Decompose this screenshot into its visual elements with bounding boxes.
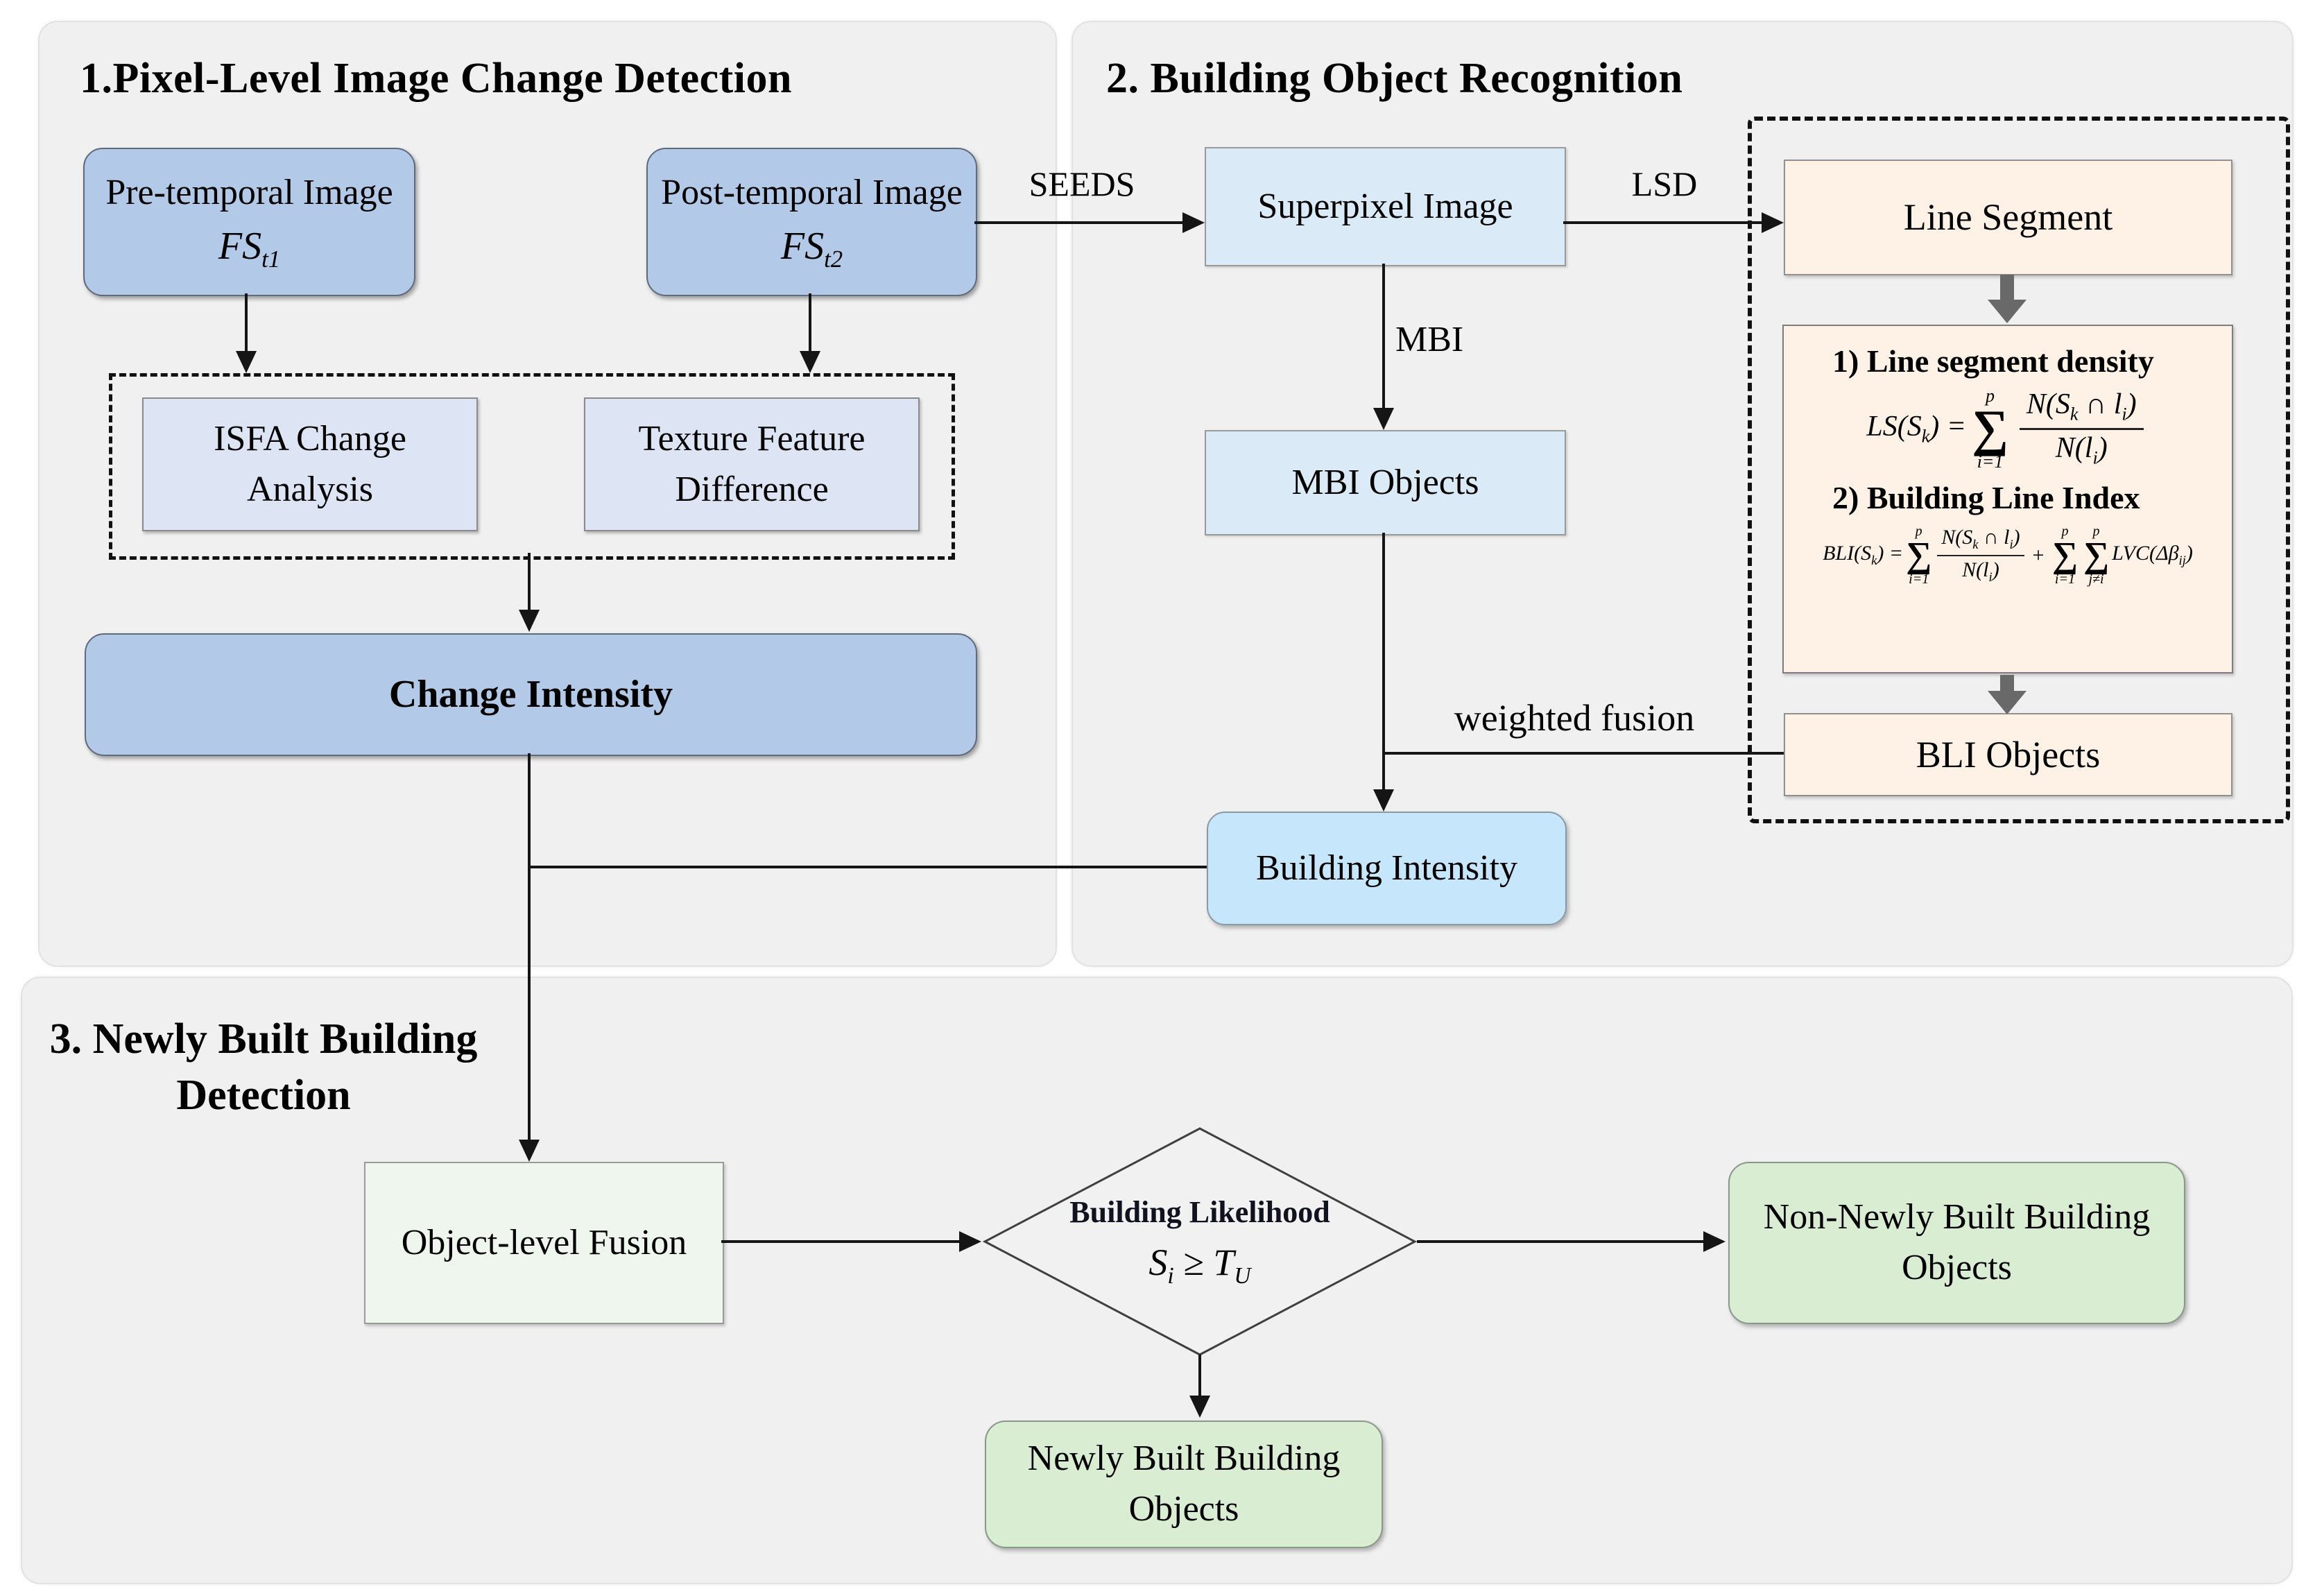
sum-operator: ∑	[2051, 535, 2078, 575]
line-segment-box: Line Segment	[1784, 160, 2232, 275]
post-temporal-symbol: FSt2	[780, 225, 843, 273]
seeds-label: SEEDS	[1029, 164, 1135, 203]
change-intensity-box: Change Intensity	[85, 633, 977, 756]
arrowhead-to-object-fusion	[519, 1140, 540, 1162]
section1-title: 1.Pixel-Level Image Change Detection	[80, 55, 792, 102]
section3-title: 3. Newly Built Building Detection	[21, 1011, 506, 1123]
line-mbi-down	[1382, 533, 1385, 789]
arrow-lsd	[1563, 221, 1763, 224]
arrowhead-to-change-intensity	[519, 610, 540, 632]
bli-formula: BLI(Sk) = p ∑ i=1 N(Sk ∩ li) N(li) + p ∑…	[1793, 524, 2222, 587]
gray-arrow1-head	[1988, 300, 2027, 323]
arrow-decision-to-non-newly	[1417, 1240, 1705, 1243]
arrowhead-to-building-intensity	[1373, 789, 1394, 812]
section3-title-line1: 3. Newly Built Building	[49, 1015, 478, 1063]
arrowhead-to-decision	[959, 1231, 981, 1252]
formula-item1: 1) Line segment density	[1832, 343, 2154, 379]
line-index-formula-box: 1) Line segment density LS(Sk) = p ∑ i=1…	[1782, 325, 2233, 673]
texture-feature-difference-box: Texture Feature Difference	[584, 397, 920, 531]
bli-dashed-group	[1748, 117, 2290, 823]
mbi-label: MBI	[1395, 320, 1464, 359]
decision-diamond-text: Building Likelihood Si ≥ TU	[983, 1127, 1417, 1356]
superpixel-label: Superpixel Image	[1257, 187, 1513, 227]
change-analysis-dashed-group	[109, 373, 955, 560]
isfa-label-line1: ISFA Change	[214, 418, 406, 458]
arrow-pre-to-analysis	[245, 293, 248, 351]
superpixel-image-box: Superpixel Image	[1205, 147, 1566, 266]
bli-sum2: p ∑ i=1	[2051, 523, 2078, 587]
arrowhead-to-newly	[1189, 1396, 1210, 1418]
arrow-analysis-to-change-intensity	[528, 553, 531, 610]
texture-label-line2: Difference	[675, 469, 829, 509]
gray-arrow2-head	[1988, 691, 2027, 714]
pre-temporal-label: Pre-temporal Image	[105, 173, 393, 213]
non-newly-label-line2: Objects	[1902, 1248, 2012, 1287]
post-temporal-image-box: Post-temporal Image FSt2	[646, 148, 977, 296]
mbi-objects-label: MBI Objects	[1291, 463, 1479, 503]
texture-label-line1: Texture Feature	[638, 418, 866, 458]
bli-sum1: p ∑ i=1	[1906, 523, 1932, 587]
mbi-objects-box: MBI Objects	[1205, 430, 1566, 535]
arrowhead-to-non-newly	[1703, 1231, 1726, 1252]
line-to-building-intensity-left	[529, 866, 1207, 868]
bli-objects-box: BLI Objects	[1784, 713, 2232, 796]
arrowhead-pre-to-analysis	[236, 351, 257, 373]
bli-sum3: p ∑ j≠i	[2083, 523, 2110, 587]
ls-sum: p ∑ i=1	[1972, 385, 2008, 472]
section3-title-line2: Detection	[176, 1071, 351, 1119]
line-weighted-fusion	[1384, 752, 1784, 755]
newly-built-objects-box: Newly Built Building Objects	[985, 1421, 1383, 1548]
pre-temporal-image-box: Pre-temporal Image FSt1	[83, 148, 415, 296]
non-newly-built-objects-box: Non-Newly Built Building Objects	[1728, 1162, 2185, 1324]
newly-label-line2: Objects	[1128, 1489, 1239, 1529]
ls-fraction: N(Sk ∩ li) N(li)	[2019, 388, 2144, 468]
bli-objects-label: BLI Objects	[1916, 733, 2101, 775]
arrowhead-seeds	[1182, 212, 1205, 233]
line-change-intensity-down	[528, 753, 531, 1140]
arrow-fusion-to-decision	[721, 1240, 961, 1243]
isfa-label-line2: Analysis	[247, 469, 373, 509]
arrow-mbi	[1382, 264, 1385, 408]
arrow-decision-to-newly	[1198, 1355, 1201, 1396]
pre-temporal-symbol: FSt1	[218, 225, 281, 273]
arrowhead-post-to-analysis	[800, 351, 820, 373]
line-segment-label: Line Segment	[1903, 196, 2113, 239]
building-intensity-box: Building Intensity	[1207, 812, 1567, 925]
building-intensity-label: Building Intensity	[1256, 848, 1517, 889]
bli-fraction: N(Sk ∩ li) N(li)	[1937, 526, 2024, 585]
post-temporal-label: Post-temporal Image	[661, 173, 963, 213]
sum-operator: ∑	[1972, 400, 2008, 457]
bli-plus: +	[2031, 543, 2045, 567]
arrowhead-lsd	[1762, 212, 1784, 233]
sum-operator: ∑	[2083, 535, 2110, 575]
gray-arrow2-shaft	[2000, 675, 2014, 691]
ls-lhs: LS(Sk) =	[1866, 411, 1967, 447]
decision-label: Building Likelihood	[1069, 1194, 1330, 1229]
decision-condition: Si ≥ TU	[1148, 1241, 1251, 1289]
weighted-fusion-label: weighted fusion	[1454, 697, 1695, 739]
object-level-fusion-box: Object-level Fusion	[364, 1162, 724, 1324]
formula-item2: 2) Building Line Index	[1832, 480, 2140, 516]
bli-tail: LVC(Δβij)	[2112, 542, 2193, 569]
bli-lhs: BLI(Sk) =	[1823, 542, 1904, 569]
arrowhead-mbi	[1373, 408, 1394, 430]
arrow-post-to-analysis	[809, 293, 811, 351]
lsd-label: LSD	[1631, 164, 1698, 203]
sum-operator: ∑	[1906, 535, 1932, 575]
ls-formula: LS(Sk) = p ∑ i=1 N(Sk ∩ li) N(li)	[1793, 385, 2222, 472]
change-intensity-label: Change Intensity	[388, 672, 673, 716]
gray-arrow1-shaft	[2000, 275, 2014, 300]
section2-title: 2. Building Object Recognition	[1106, 55, 1683, 102]
newly-label-line1: Newly Built Building	[1027, 1439, 1341, 1479]
object-fusion-label: Object-level Fusion	[401, 1223, 687, 1263]
arrow-seeds	[974, 221, 1185, 224]
isfa-change-analysis-box: ISFA Change Analysis	[142, 397, 478, 531]
non-newly-label-line1: Non-Newly Built Building	[1763, 1197, 2151, 1237]
